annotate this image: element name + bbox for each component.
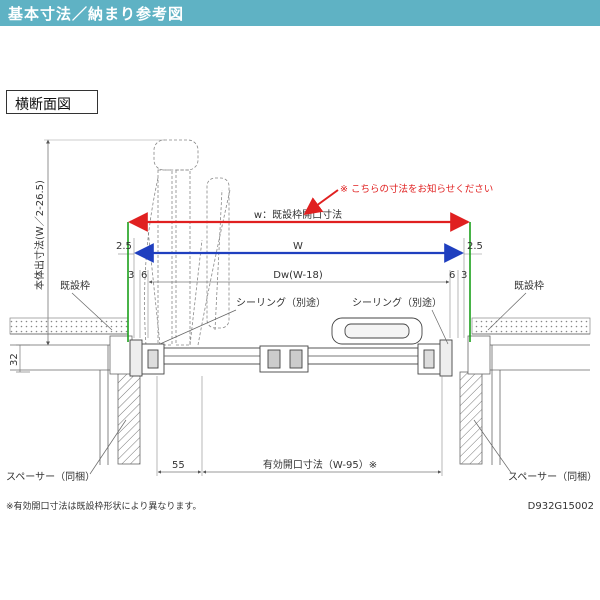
leader-existing-right	[487, 292, 527, 331]
dim-w-label: W	[293, 241, 303, 252]
dim-left-3: 3	[128, 270, 134, 281]
label-spacer-right: スペーサー（同梱）	[508, 470, 597, 483]
bottom-extension-lines	[156, 376, 443, 476]
leader-sealing-left	[159, 309, 237, 345]
footnote: ※有効開口寸法は既設枠形状により異なります。	[6, 500, 201, 512]
dim-right-6: 6	[449, 270, 455, 281]
dim-right-3: 3	[461, 270, 467, 281]
leader-sealing-right	[431, 309, 449, 345]
dim-32: 32	[9, 344, 30, 373]
panel-swing-outline	[144, 139, 231, 346]
label-sealing-left: シーリング（別途）	[236, 296, 326, 309]
dim-right-25: 2.5	[467, 241, 483, 252]
dim-effective-label: 有効開口寸法（W-95）※	[263, 458, 377, 471]
dim-32-label: 32	[9, 353, 20, 366]
left-wall	[9, 317, 141, 465]
dim-55-label: 55	[172, 460, 185, 471]
label-sealing-right: シーリング（別途）	[352, 296, 442, 309]
vertical-dimension: 本体出寸法(W／2-26.5)	[33, 139, 165, 346]
section-label-box: 横断面図	[6, 90, 98, 114]
dim-dw-label: Dw(W-18)	[273, 270, 323, 281]
drawing-code: D932G15002	[528, 501, 594, 512]
notice-text: ※ こちらの寸法をお知らせください	[340, 183, 493, 195]
dim-w-existing-label: w：既設枠開口寸法	[254, 208, 342, 221]
notice-arrow	[303, 189, 339, 216]
header-bar: 基本寸法／納まり参考図	[0, 0, 600, 26]
label-existing-right: 既設枠	[514, 279, 544, 292]
dim-left-25: 2.5	[116, 241, 132, 252]
right-wall	[459, 317, 591, 465]
leader-spacer-left	[89, 419, 127, 475]
extension-lines	[118, 238, 482, 338]
window-frame	[129, 317, 453, 377]
label-existing-left: 既設枠	[60, 279, 90, 292]
vertical-dimension-label: 本体出寸法(W／2-26.5)	[33, 180, 46, 290]
section-label: 横断面図	[15, 97, 71, 113]
header-title: 基本寸法／納まり参考図	[8, 5, 185, 23]
label-spacer-left: スペーサー（同梱）	[6, 470, 95, 483]
leader-spacer-right	[473, 419, 513, 475]
dim-left-6: 6	[141, 270, 147, 281]
existing-frame-lines	[127, 222, 471, 342]
leader-existing-left	[71, 292, 113, 331]
